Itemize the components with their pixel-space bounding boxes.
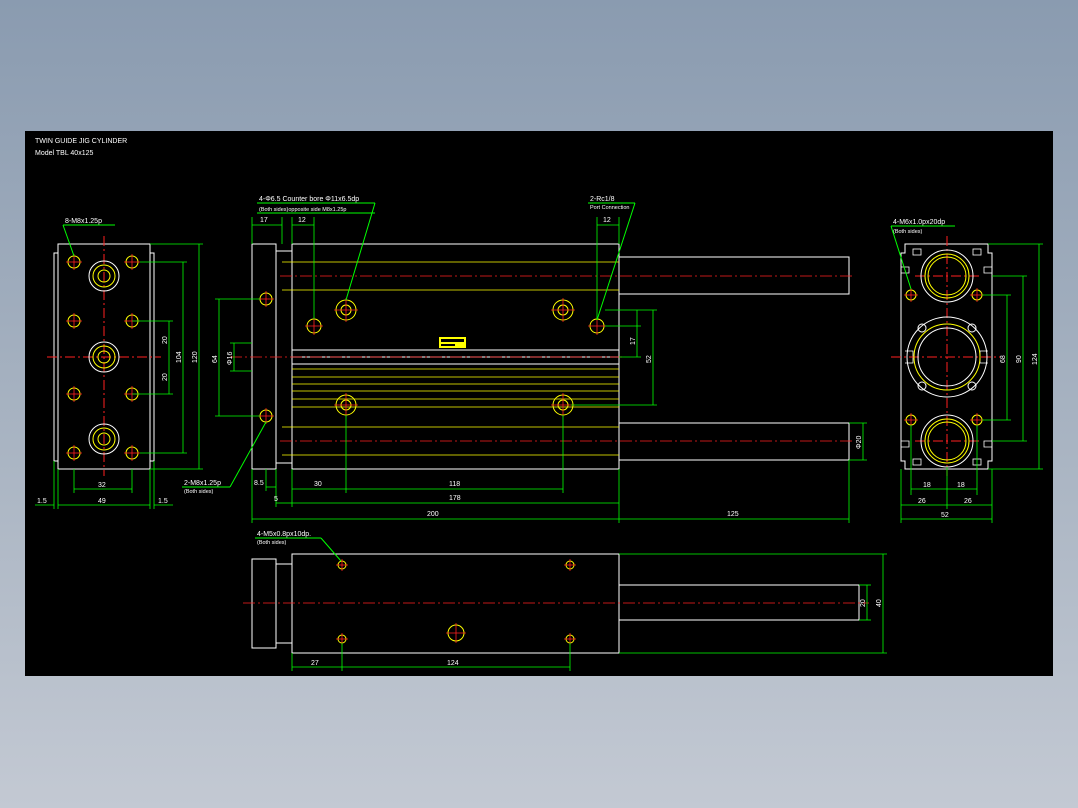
dim-bottom-40: 40 bbox=[876, 599, 883, 607]
dim-left-49: 49 bbox=[98, 498, 106, 505]
dim-left-20b: 20 bbox=[162, 373, 169, 381]
dim-left-104: 104 bbox=[176, 351, 183, 363]
dim-front-17v: 17 bbox=[630, 337, 637, 345]
port-note: Port Connection bbox=[590, 205, 629, 211]
dim-front-d16: Φ16 bbox=[227, 352, 234, 365]
dim-left-20a: 20 bbox=[162, 336, 169, 344]
dim-right-26b: 26 bbox=[964, 498, 972, 505]
dim-right-52: 52 bbox=[941, 512, 949, 519]
dim-left-15b: 1.5 bbox=[158, 498, 168, 505]
dim-right-90: 90 bbox=[1016, 355, 1023, 363]
drawing-model: Model TBL 40x125 bbox=[35, 150, 93, 157]
bottom-tapped-note: (Both sides) bbox=[257, 540, 287, 546]
dim-front-52v: 52 bbox=[646, 355, 653, 363]
dim-front-85: 8.5 bbox=[254, 480, 264, 487]
right-tapped-note: (Both sides) bbox=[893, 229, 923, 235]
dim-right-26a: 26 bbox=[918, 498, 926, 505]
dim-bottom-124: 124 bbox=[447, 660, 459, 667]
cad-drawing: TWIN GUIDE JIG CYLINDER Model TBL 40x125 bbox=[35, 138, 1043, 671]
left-tapped-callout: 8-M8x1.25p bbox=[65, 218, 102, 225]
dim-front-5: 5 bbox=[274, 496, 278, 503]
dim-front-12a: 12 bbox=[298, 217, 306, 224]
dim-front-d20: Φ20 bbox=[856, 436, 863, 449]
dim-right-124: 124 bbox=[1032, 353, 1039, 365]
front-counterbore-note: (Both sides)opposite side M8x1.25p bbox=[259, 207, 346, 213]
dim-left-32: 32 bbox=[98, 482, 106, 489]
front-counterbore-callout: 4-Φ6.5 Counter bore Φ11x6.5dp bbox=[259, 196, 359, 203]
dim-front-17: 17 bbox=[260, 217, 268, 224]
right-tapped-callout: 4-M6x1.0px20dp bbox=[893, 219, 945, 226]
dim-bottom-20: 20 bbox=[860, 599, 867, 607]
bottom-view: 4-M5x0.8px10dp. (Both sides) 27 124 20 4… bbox=[243, 531, 887, 671]
bottom-tapped-callout: 4-M5x0.8px10dp. bbox=[257, 531, 311, 538]
drawing-title: TWIN GUIDE JIG CYLINDER bbox=[35, 138, 127, 145]
plate-tapped-note: (Both sides) bbox=[184, 489, 214, 495]
cad-viewport[interactable]: TWIN GUIDE JIG CYLINDER Model TBL 40x125 bbox=[25, 131, 1053, 676]
dim-front-125: 125 bbox=[727, 511, 739, 518]
port-callout: 2-Rc1/8 bbox=[590, 196, 615, 203]
dim-front-64: 64 bbox=[212, 355, 219, 363]
dim-front-200: 200 bbox=[427, 511, 439, 518]
dim-front-12b: 12 bbox=[603, 217, 611, 224]
dim-front-30: 30 bbox=[314, 481, 322, 488]
dim-left-15a: 1.5 bbox=[37, 498, 47, 505]
dim-bottom-27: 27 bbox=[311, 660, 319, 667]
dim-left-120: 120 bbox=[192, 351, 199, 363]
dim-front-118: 118 bbox=[449, 481, 460, 488]
plate-tapped-callout: 2-M8x1.25p bbox=[184, 480, 221, 487]
dim-front-178: 178 bbox=[449, 495, 461, 502]
dim-right-18a: 18 bbox=[923, 482, 931, 489]
right-end-view: 4-M6x1.0px20dp (Both sides) 18 18 26 26 … bbox=[890, 219, 1043, 523]
dim-right-18b: 18 bbox=[957, 482, 965, 489]
front-view: 4-Φ6.5 Counter bore Φ11x6.5dp (Both side… bbox=[182, 196, 867, 523]
dim-right-68: 68 bbox=[1000, 355, 1007, 363]
left-end-view: 8-M8x1.25p 32 49 1.5 1.5 20 20 104 120 bbox=[35, 218, 203, 509]
